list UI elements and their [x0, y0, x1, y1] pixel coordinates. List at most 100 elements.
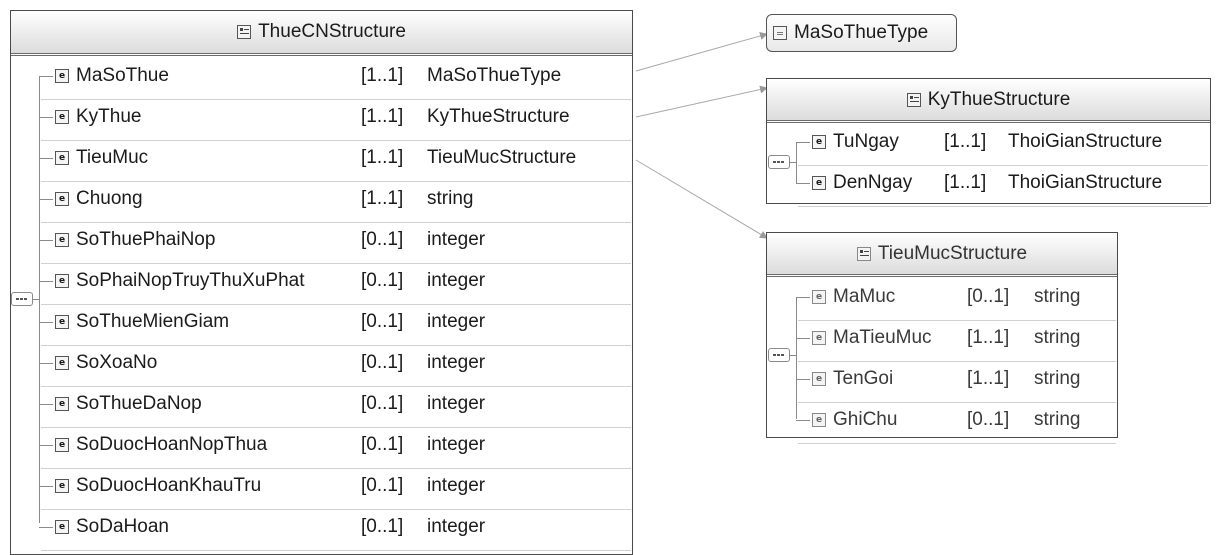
row-separator: [41, 222, 631, 223]
sequence-compositor-icon[interactable]: [11, 292, 33, 306]
row-separator: [798, 443, 1116, 444]
row-separator: [41, 140, 631, 141]
element-type: integer: [427, 434, 486, 455]
element-name: e SoThueMienGiam: [55, 307, 229, 337]
element-name-label: TieuMuc: [76, 147, 149, 168]
element-type: integer: [427, 475, 486, 496]
element-cardinality: [1..1]: [361, 106, 404, 127]
element-cardinality: [0..1]: [361, 393, 404, 414]
element-icon: e: [55, 232, 69, 247]
element-icon: e: [55, 191, 69, 206]
element-type: string: [427, 188, 474, 209]
tree-branch: [39, 158, 53, 159]
element-name-label: TenGoi: [833, 368, 894, 389]
tree-branch: [39, 240, 53, 241]
element-type: ThoiGianStructure: [1008, 131, 1163, 152]
element-icon: e: [812, 289, 826, 304]
sequence-compositor-icon[interactable]: [768, 155, 790, 169]
element-cardinality: [1..1]: [361, 147, 404, 168]
element-icon: e: [812, 371, 826, 386]
element-icon: e: [812, 412, 826, 427]
element-type: integer: [427, 311, 486, 332]
row-separator: [41, 386, 631, 387]
element-type: string: [1034, 327, 1081, 348]
element-icon: e: [812, 330, 826, 345]
element-icon: e: [55, 314, 69, 329]
row-separator: [41, 427, 631, 428]
row-separator: [41, 509, 631, 510]
tree-branch: [796, 142, 810, 143]
row-separator: [41, 304, 631, 305]
thuecn-structure-title: ThueCNStructure: [258, 21, 406, 42]
kythue-structure-box[interactable]: KyThueStructure: [766, 78, 1211, 204]
tree-trunk: [796, 297, 797, 419]
tree-branch: [796, 379, 810, 380]
element-icon: e: [55, 273, 69, 288]
element-name-label: MaMuc: [833, 286, 896, 307]
element-type: string: [1034, 286, 1081, 307]
element-cardinality: [0..1]: [361, 516, 404, 537]
thuecn-structure-header[interactable]: ThueCNStructure: [11, 11, 632, 56]
element-cardinality: [0..1]: [361, 311, 404, 332]
element-name-label: Chuong: [76, 188, 143, 209]
element-name: e TenGoi: [812, 364, 893, 394]
element-name: e SoPhaiNopTruyThuXuPhat: [55, 266, 304, 296]
element-name-label: SoThueMienGiam: [76, 311, 230, 332]
element-icon: e: [55, 68, 69, 83]
simple-type-icon: [773, 26, 787, 40]
element-type: MaSoThueType: [427, 65, 562, 86]
element-name-label: SoThuePhaiNop: [76, 229, 216, 250]
kythue-structure-header[interactable]: KyThueStructure: [767, 79, 1210, 123]
element-cardinality: [0..1]: [361, 229, 404, 250]
row-separator: [41, 181, 631, 182]
element-cardinality: [1..1]: [361, 188, 404, 209]
masothue-type-title: MaSoThueType: [794, 22, 929, 43]
tieumuc-structure-header[interactable]: TieuMucStructure: [767, 233, 1117, 277]
element-name-label: MaTieuMuc: [833, 327, 932, 348]
connector-kythue: [635, 85, 768, 118]
element-cardinality: [1..1]: [944, 131, 987, 152]
sequence-compositor-icon[interactable]: [768, 348, 790, 362]
tree-branch: [796, 420, 810, 421]
element-name: e MaMuc: [812, 282, 895, 312]
element-icon: e: [812, 134, 826, 149]
tree-trunk: [39, 76, 40, 523]
row-separator: [798, 361, 1116, 362]
tieumuc-structure-title: TieuMucStructure: [877, 242, 1028, 264]
element-cardinality: [0..1]: [967, 409, 1010, 430]
element-name: e MaTieuMuc: [812, 323, 932, 353]
tree-branch: [39, 76, 53, 77]
row-separator: [41, 99, 631, 100]
element-type: integer: [427, 270, 486, 291]
element-cardinality: [0..1]: [361, 352, 404, 373]
element-name-label: SoXoaNo: [76, 352, 158, 373]
tree-branch: [796, 338, 810, 339]
element-icon: e: [55, 109, 69, 124]
element-type: ThoiGianStructure: [1008, 172, 1163, 193]
tree-branch: [796, 297, 810, 298]
thuecn-structure-box[interactable]: ThueCNStructure: [10, 10, 633, 555]
tree-branch: [39, 199, 53, 200]
tree-branch: [796, 183, 810, 184]
tree-branch: [39, 117, 53, 118]
element-name-label: DenNgay: [833, 172, 913, 193]
element-name-label: SoPhaiNopTruyThuXuPhat: [76, 270, 305, 291]
element-name-label: SoThueDaNop: [76, 393, 202, 414]
masothue-type-box[interactable]: MaSoThueType: [766, 14, 957, 52]
connector-masothue: [635, 32, 768, 72]
element-icon: e: [55, 437, 69, 452]
element-type: integer: [427, 393, 486, 414]
element-cardinality: [0..1]: [361, 434, 404, 455]
element-type: string: [1034, 409, 1081, 430]
element-type: string: [1034, 368, 1081, 389]
element-name-label: GhiChu: [833, 409, 898, 430]
row-separator: [41, 345, 631, 346]
element-name-label: TuNgay: [833, 131, 899, 152]
element-name: e Chuong: [55, 184, 143, 214]
tree-connector: [790, 162, 796, 163]
complex-type-icon: [856, 246, 871, 261]
element-name-label: MaSoThue: [76, 65, 169, 86]
